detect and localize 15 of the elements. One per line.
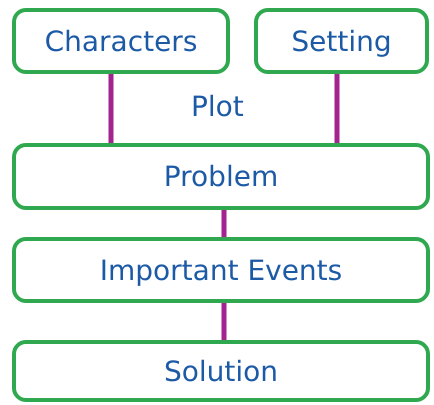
box-label: Problem [164,160,278,193]
box-label: Setting [291,24,392,58]
rounded-box [12,143,430,210]
connector-line [108,74,114,143]
rounded-box [12,237,430,303]
box-label: Solution [164,354,278,388]
connector-line [334,74,340,143]
rounded-box [254,8,429,74]
connector-line [222,210,226,237]
rounded-box [12,8,230,74]
rounded-box [12,340,430,402]
box-label: Characters [44,24,198,58]
section-heading: Plot [191,90,244,123]
connector-line [222,303,226,340]
box-label: Important Events [100,254,342,286]
